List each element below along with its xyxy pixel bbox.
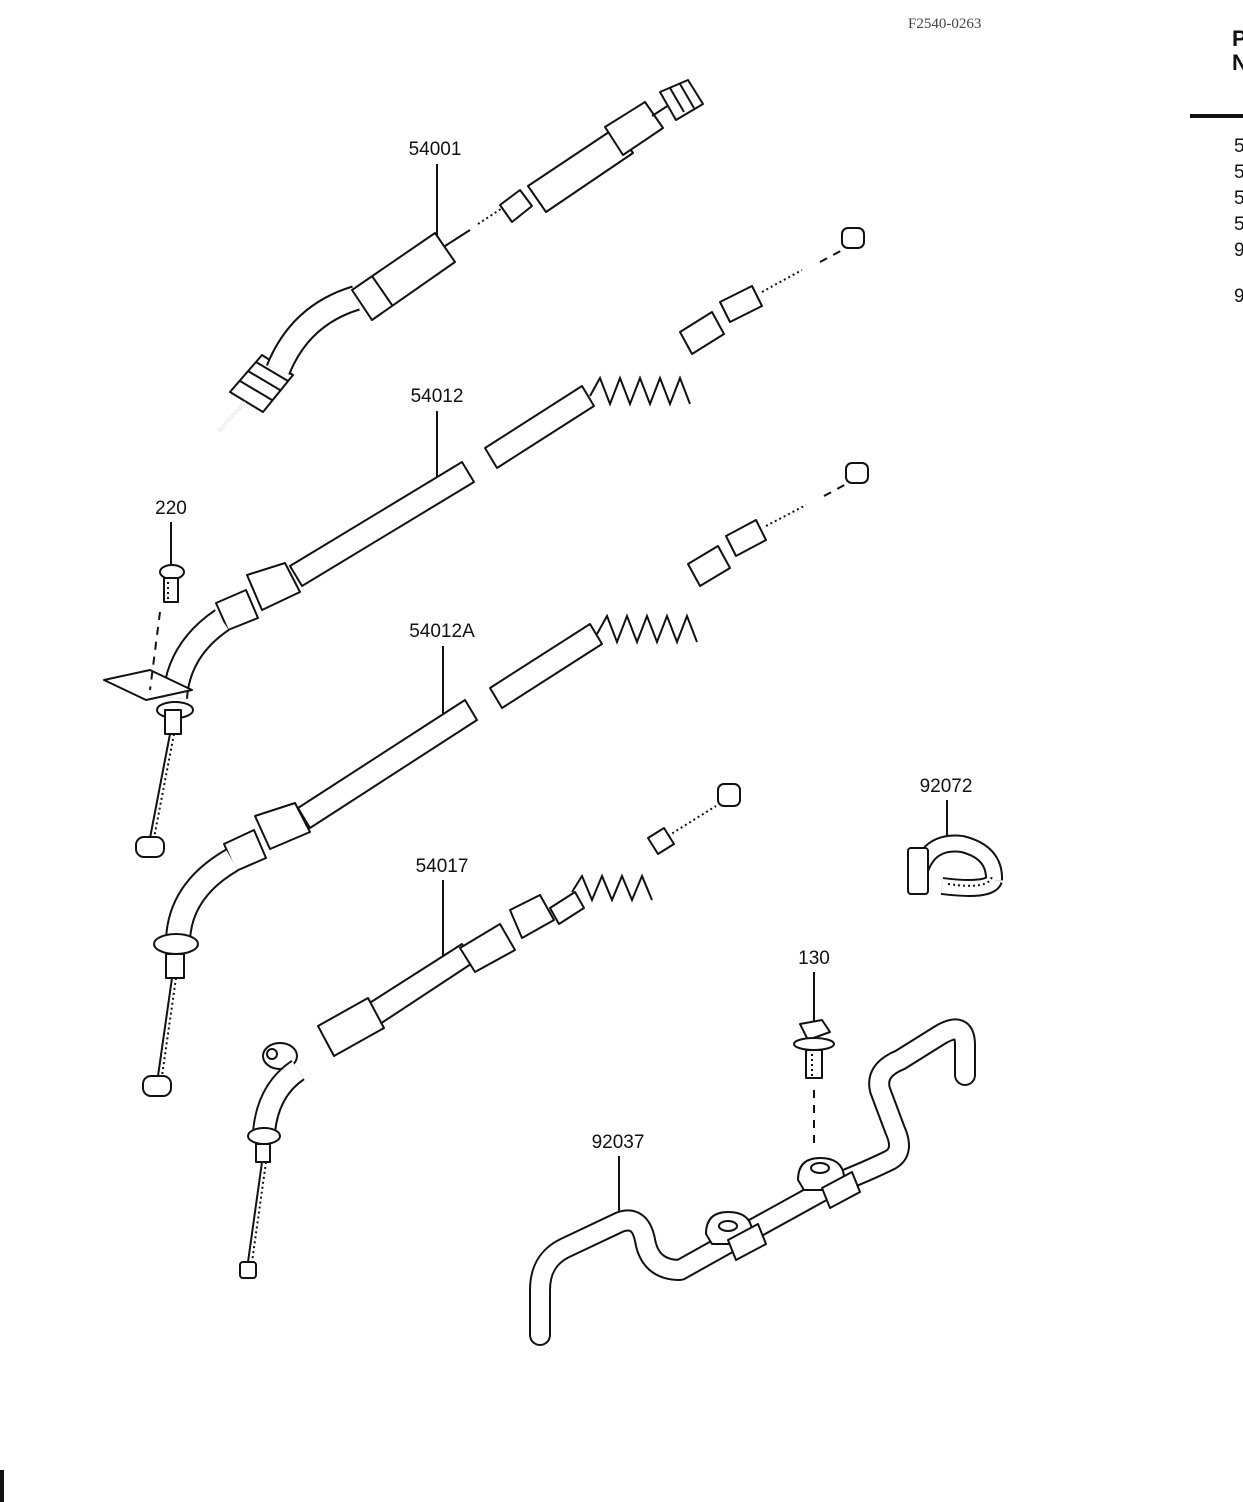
side-column: P N 5 5 5 5 9 9 xyxy=(1190,26,1243,307)
cable-adjuster xyxy=(687,545,731,587)
cable-sleeve xyxy=(317,997,385,1057)
cable-upper-sleeve xyxy=(527,127,634,213)
cable-sleeve-mid xyxy=(459,923,516,973)
cable-spring xyxy=(596,613,698,645)
screw-head xyxy=(159,564,185,580)
side-row: 9 xyxy=(1234,240,1243,261)
part-label-54017: 54017 xyxy=(416,856,469,877)
cable-end-barrel xyxy=(135,836,165,858)
part-92072-clamp: 92072 xyxy=(907,776,1003,897)
drawing-code: F2540-0263 xyxy=(908,16,981,32)
cable-end-barrel xyxy=(142,1075,172,1097)
side-row: 9 xyxy=(1234,286,1243,307)
cable-hose xyxy=(297,699,478,829)
part-220-screw: 220 xyxy=(149,498,187,691)
bolt-flange xyxy=(793,1037,835,1051)
part-label-92037: 92037 xyxy=(592,1132,645,1153)
cable-end-fitting xyxy=(845,462,869,484)
cable-sleeve xyxy=(254,802,311,850)
side-row: 5 xyxy=(1234,136,1243,157)
cable-adjuster xyxy=(647,827,675,855)
side-row: 5 xyxy=(1234,162,1243,183)
cable-grommet xyxy=(153,933,199,955)
guide-pipe xyxy=(529,1018,976,1346)
part-label-54012: 54012 xyxy=(411,386,464,407)
cable-nut xyxy=(215,589,259,631)
part-92037-guide: 92037 xyxy=(529,1018,976,1346)
cable-upper-collar xyxy=(604,101,664,156)
cable-hose-upper xyxy=(484,385,595,469)
guide-bracket xyxy=(821,1171,861,1209)
cable-sleeve xyxy=(246,562,301,611)
cable-end-nipple xyxy=(239,1261,257,1279)
part-label-54001: 54001 xyxy=(409,139,462,160)
clamp-buckle xyxy=(907,847,929,895)
cable-hose-upper xyxy=(489,623,603,709)
guide-bracket xyxy=(727,1223,767,1261)
part-label-54012A: 54012A xyxy=(409,621,475,642)
side-row: 5 xyxy=(1234,188,1243,209)
cable-hose-upper xyxy=(549,891,585,925)
cable-sleeve xyxy=(351,232,456,321)
cable-end-fitting xyxy=(841,227,865,249)
cable-sleeve-mid xyxy=(509,894,555,939)
cable-ferrule xyxy=(499,189,533,223)
screw-axis-line xyxy=(149,611,161,691)
side-header-bottom: N xyxy=(1232,50,1243,75)
cable-spring xyxy=(571,873,653,903)
page-edge-mark xyxy=(0,1470,4,1502)
bolt-head xyxy=(799,1019,831,1041)
side-header-top: P xyxy=(1232,26,1243,51)
cable-adjuster xyxy=(679,311,725,355)
part-130-bolt: 130 xyxy=(793,948,835,1150)
part-label-220: 220 xyxy=(155,498,187,519)
cable-hose xyxy=(367,943,475,1025)
part-label-92072: 92072 xyxy=(920,776,973,797)
cable-grommet xyxy=(247,1127,281,1145)
part-54001-speedometer-cable: 54001 xyxy=(218,79,704,432)
part-54012A-cable: 54012A xyxy=(142,462,869,1097)
part-label-130: 130 xyxy=(798,948,830,969)
cable-hose xyxy=(289,461,475,587)
cable-bracket xyxy=(103,669,193,701)
cable-adjuster-nut xyxy=(719,285,763,323)
part-54012-cable: 54012 xyxy=(103,227,865,858)
part-54017-cable: 54017 xyxy=(239,783,741,1279)
side-row: 5 xyxy=(1234,214,1243,235)
cable-spring xyxy=(589,375,691,407)
cable-end-fitting xyxy=(717,783,741,807)
cable-adjuster-nut xyxy=(725,519,767,557)
